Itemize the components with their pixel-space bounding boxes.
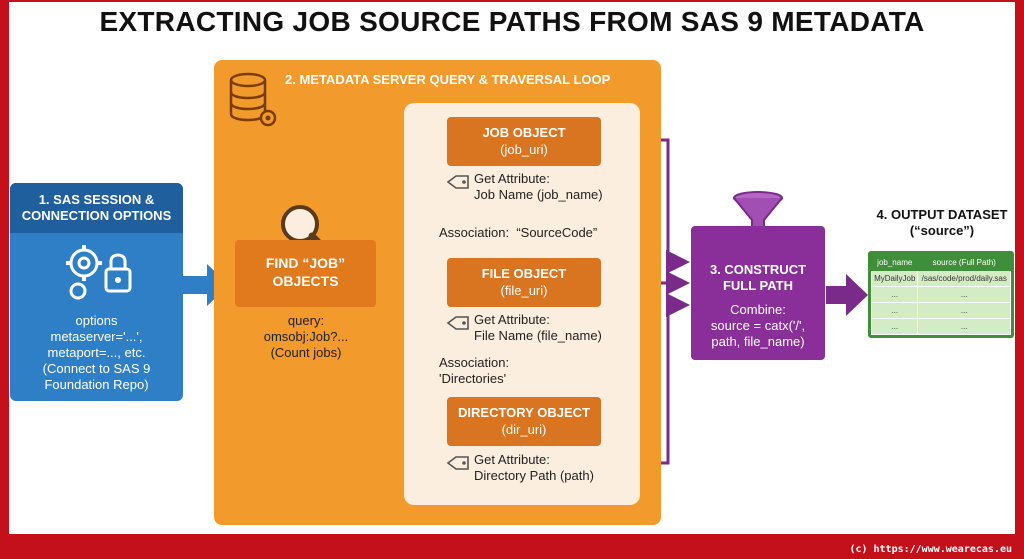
directory-attribute-text: Get Attribute: Directory Path (path) (474, 452, 594, 483)
session-options-code: options metaserver='...', metaport=..., … (42, 313, 151, 392)
output-dataset-heading: 4. OUTPUT DATASET (“source”) (876, 207, 1008, 238)
query-text: query: omsobj:Job?... (Count jobs) (263, 313, 349, 360)
arrow-construct-to-output (826, 274, 868, 316)
directories-association: Association: 'Directories' (439, 355, 510, 386)
tag-icon (446, 456, 469, 470)
tag-icon (446, 175, 469, 189)
metadata-query-heading: 2. METADATA SERVER QUERY & TRAVERSAL LOO… (285, 72, 611, 87)
construct-path-panel: 3. CONSTRUCT FULL PATH Combine: source =… (691, 226, 825, 360)
session-options-panel: 1. SAS SESSION & CONNECTION OPTIONS opti… (10, 183, 183, 401)
page-title: EXTRACTING JOB SOURCE PATHS FROM SAS 9 M… (99, 6, 925, 37)
table-cell: ... (917, 318, 1011, 335)
job-object-box: JOB OBJECT (job_uri) (447, 117, 601, 166)
directory-object-box: DIRECTORY OBJECT (dir_uri) (447, 397, 601, 446)
column-header: job_name (870, 254, 919, 271)
table-cell: MyDailyJob (870, 270, 919, 287)
table-row: ... ... (870, 286, 1011, 303)
sourcecode-association: Association: “SourceCode” (439, 225, 598, 240)
tag-icon (446, 316, 469, 330)
table-cell: ... (917, 302, 1011, 319)
table-cell: ... (870, 286, 919, 303)
session-options-heading: 1. SAS SESSION & CONNECTION OPTIONS (10, 183, 183, 233)
table-cell: ... (870, 318, 919, 335)
output-dataset-table: job_name source (Full Path) MyDailyJob /… (868, 251, 1014, 338)
gears-lock-icon (66, 245, 132, 300)
copyright-footer: (c) https://www.wearecas.eu (849, 544, 1012, 555)
file-attribute-text: Get Attribute: File Name (file_name) (474, 312, 602, 343)
construct-path-heading: 3. CONSTRUCT FULL PATH (709, 262, 807, 293)
column-header: source (Full Path) (917, 254, 1011, 271)
table-cell: ... (870, 302, 919, 319)
find-job-objects-box: FIND “JOB” OBJECTS (235, 240, 376, 307)
table-cell: ... (917, 286, 1011, 303)
construct-path-formula: Combine: source = catx('/', path, file_n… (710, 302, 806, 349)
job-attribute-text: Get Attribute: Job Name (job_name) (474, 171, 603, 202)
table-row: ... ... (870, 318, 1011, 335)
database-gear-icon (229, 72, 277, 127)
table-cell: /sas/code/prod/daily.sas (917, 270, 1011, 287)
table-row: MyDailyJob /sas/code/prod/daily.sas (870, 270, 1011, 287)
file-object-box: FILE OBJECT (file_uri) (447, 258, 601, 307)
table-row: ... ... (870, 302, 1011, 319)
